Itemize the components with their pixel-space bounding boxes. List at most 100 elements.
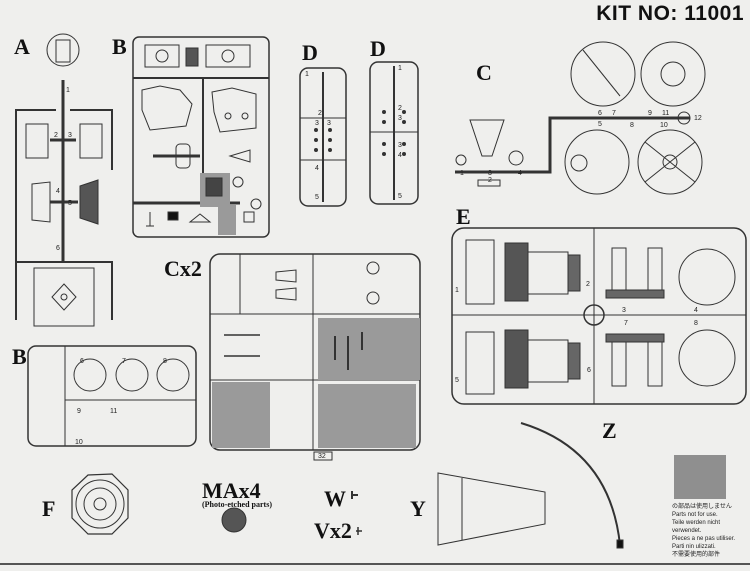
part-w xyxy=(351,491,358,499)
sprue-c xyxy=(455,41,706,195)
part-b-16 xyxy=(188,213,212,223)
part-b-8 xyxy=(156,358,190,392)
legend-note-ja: の部品は使用しません xyxy=(672,504,732,510)
part-a-capsule-hatch xyxy=(55,39,71,63)
part-b-1 xyxy=(144,44,180,68)
num-e-7: 7 xyxy=(624,320,628,327)
sprue-b-frame xyxy=(132,36,270,238)
part-a-capsule xyxy=(46,33,80,67)
part-z xyxy=(520,422,621,546)
part-cx2-6 xyxy=(366,291,380,305)
part-b-15 xyxy=(167,211,179,221)
sprue-label-c: C xyxy=(476,60,492,85)
sprue-label-b-bottom: B xyxy=(12,344,27,369)
part-b-5-6 xyxy=(175,143,191,169)
num-c-4: 4 xyxy=(518,170,522,177)
part-b-4 xyxy=(211,87,257,133)
part-c-2 xyxy=(477,179,501,187)
part-c-4 xyxy=(508,150,524,166)
part-y xyxy=(437,472,546,546)
part-b-9 xyxy=(228,149,251,163)
region-cx2-unused-2 xyxy=(212,382,270,448)
num-d-left-5: 5 xyxy=(315,194,319,201)
num-a-5: 5 xyxy=(68,200,72,207)
num-c-1: 1 xyxy=(460,170,464,177)
part-b-3 xyxy=(141,85,193,131)
part-c-12 xyxy=(677,111,691,125)
num-b-11: 11 xyxy=(110,408,117,415)
num-a-3: 3 xyxy=(68,132,72,139)
sprue-label-e: E xyxy=(456,204,471,229)
part-cx2-4 xyxy=(275,269,297,283)
num-c-9: 9 xyxy=(648,110,652,117)
region-cx2-unused-3 xyxy=(318,384,416,448)
legend-note-it: Parti nin ulizzati. xyxy=(672,544,716,550)
part-cx2-7 xyxy=(366,261,380,275)
sprue-e xyxy=(451,227,747,405)
part-e-8 xyxy=(678,329,736,387)
num-d-right-1: 1 xyxy=(398,65,402,72)
part-a-5 xyxy=(79,179,99,225)
part-ma-photo-etched xyxy=(221,507,247,533)
part-e-3 xyxy=(611,247,627,293)
part-b-17-unused xyxy=(218,205,236,235)
num-d-left-2: 2 xyxy=(318,110,322,117)
part-c-base xyxy=(640,41,706,107)
num-d-right-4: 4 xyxy=(398,152,402,159)
num-a-1: 1 xyxy=(66,87,70,94)
num-c-8: 8 xyxy=(630,122,634,129)
unused-parts-swatch xyxy=(674,455,726,499)
sprue-label-b-top: B xyxy=(112,34,127,59)
num-e-5: 5 xyxy=(455,377,459,384)
num-c-3: 3 xyxy=(488,170,492,177)
part-cx2-3 xyxy=(275,287,297,301)
num-b-7: 7 xyxy=(122,358,126,365)
sprue-label-a: A xyxy=(14,34,30,59)
part-c-heatshield xyxy=(570,41,636,107)
legend-note-fr: Pieces a ne pas utiliser. xyxy=(672,536,736,542)
num-a-4: 4 xyxy=(56,188,60,195)
num-c-6: 6 xyxy=(598,110,602,117)
num-d-left-3a: 3 xyxy=(315,120,319,127)
part-b-2 xyxy=(205,44,251,68)
num-c-7: 7 xyxy=(612,110,616,117)
num-c-5: 5 xyxy=(598,121,602,128)
num-e-4: 4 xyxy=(694,307,698,314)
sprue-a xyxy=(15,33,113,327)
part-b-6 xyxy=(73,358,107,392)
legend-note-zh: 不需要使用的部件 xyxy=(672,552,721,558)
part-f xyxy=(71,473,129,535)
num-c-10: 10 xyxy=(660,122,668,129)
part-c-5 xyxy=(564,129,630,195)
part-b-7 xyxy=(115,358,149,392)
sprue-label-f: F xyxy=(42,496,56,521)
num-d-right-3a: 3 xyxy=(398,115,402,122)
part-e-4 xyxy=(678,248,736,306)
legend-note-en: Parts not for use. xyxy=(672,512,718,518)
num-d-right-2: 2 xyxy=(398,105,402,112)
part-a-4 xyxy=(31,181,51,223)
part-b-18 xyxy=(243,211,255,223)
part-c-10 xyxy=(637,129,703,195)
num-d-right-3b: 3 xyxy=(398,142,402,149)
part-b-19 xyxy=(185,47,199,67)
runner-a-frame xyxy=(15,109,113,262)
part-e-6-ribs xyxy=(504,329,529,389)
part-b-13 xyxy=(232,176,244,188)
num-b-10: 10 xyxy=(75,439,83,446)
sprue-d-right xyxy=(369,61,419,205)
sprue-b-bottom xyxy=(27,345,197,447)
part-e-1 xyxy=(465,239,495,305)
num-d-left-1: 1 xyxy=(305,71,309,78)
num-d-left-4: 4 xyxy=(315,165,319,172)
num-a-6: 6 xyxy=(56,245,60,252)
num-b-9: 9 xyxy=(77,408,81,415)
part-e-7 xyxy=(611,341,627,387)
sprue-label-y: Y xyxy=(410,496,426,521)
region-cx2-unused-1 xyxy=(318,318,420,380)
part-a-2 xyxy=(25,123,49,159)
num-b-6: 6 xyxy=(80,358,84,365)
sprue-sublabel-ma: (Photo-etched parts) xyxy=(202,500,272,509)
part-c-1 xyxy=(455,154,467,166)
